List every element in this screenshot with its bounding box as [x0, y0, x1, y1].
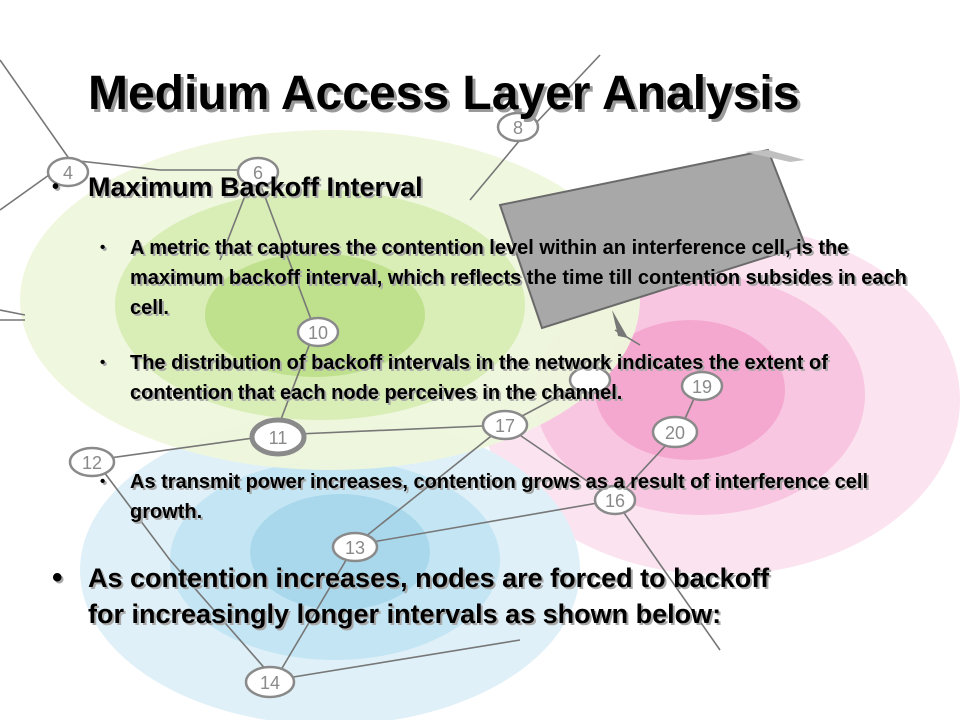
- sub-bullet-metric: • A metric that captures the contention …: [100, 233, 920, 323]
- node-11: [249, 417, 307, 457]
- arrow-top-face: [745, 150, 805, 162]
- sub-bullet-marker: •: [100, 354, 106, 371]
- pointer-arrow: [612, 310, 628, 338]
- bullet-marker: •: [52, 176, 60, 198]
- node-19: [680, 370, 724, 402]
- node-17: [481, 409, 529, 441]
- slide-title: Medium Access Layer Analysis: [88, 67, 800, 120]
- bullet-final-line-2: for increasingly longer intervals as sho…: [88, 599, 722, 629]
- node-unlabeled: [568, 365, 612, 395]
- sub-bullet-distribution: • The distribution of backoff intervals …: [100, 348, 920, 408]
- bullet-marker: •: [52, 561, 63, 594]
- node-13: [331, 531, 379, 563]
- bullet-final-text: As contention increases, nodes are force…: [88, 560, 769, 632]
- sub-bullet-text: As transmit power increases, contention …: [130, 471, 869, 523]
- bullet-heading-text: Maximum Backoff Interval: [88, 172, 423, 202]
- node-10: [296, 316, 340, 348]
- node-label-19: 19: [692, 377, 712, 397]
- node-label-8: 8: [513, 118, 523, 138]
- node-label-17: 17: [495, 416, 515, 436]
- node-label-14: 14: [260, 673, 280, 693]
- node-4: [46, 156, 90, 188]
- node-label-11: 11: [269, 428, 288, 448]
- node-label-13: 13: [345, 538, 365, 558]
- node-label-6: 6: [253, 163, 263, 183]
- sub-bullet-marker: •: [100, 239, 106, 256]
- node-label-16: 16: [605, 491, 625, 511]
- gray-arrow-shape: [498, 148, 807, 330]
- sub-bullet-text: A metric that captures the contention le…: [130, 237, 907, 319]
- sub-bullet-transmit-power: • As transmit power increases, contentio…: [100, 467, 920, 527]
- node-label-12: 12: [82, 453, 102, 473]
- node-12: [68, 446, 116, 478]
- bullet-final-line-1: As contention increases, nodes are force…: [88, 563, 770, 593]
- node-20: [651, 415, 699, 449]
- interference-cells: [20, 130, 960, 720]
- sub-bullet-text: The distribution of backoff intervals in…: [130, 352, 828, 404]
- node-label-20: 20: [665, 423, 685, 443]
- node-14: [244, 665, 296, 699]
- node-6: [236, 156, 280, 188]
- node-8: [496, 111, 540, 143]
- arrow-body: [498, 148, 807, 330]
- node-16: [593, 484, 637, 516]
- sub-bullet-marker: •: [100, 473, 106, 490]
- node-labels: 4 6 8 10 11 12 13 14 16 17 19 20: [63, 118, 712, 693]
- green-cell-inner: [205, 253, 425, 377]
- node-label-4: 4: [63, 163, 73, 183]
- node-label-10: 10: [308, 323, 328, 343]
- network-nodes: [46, 111, 724, 699]
